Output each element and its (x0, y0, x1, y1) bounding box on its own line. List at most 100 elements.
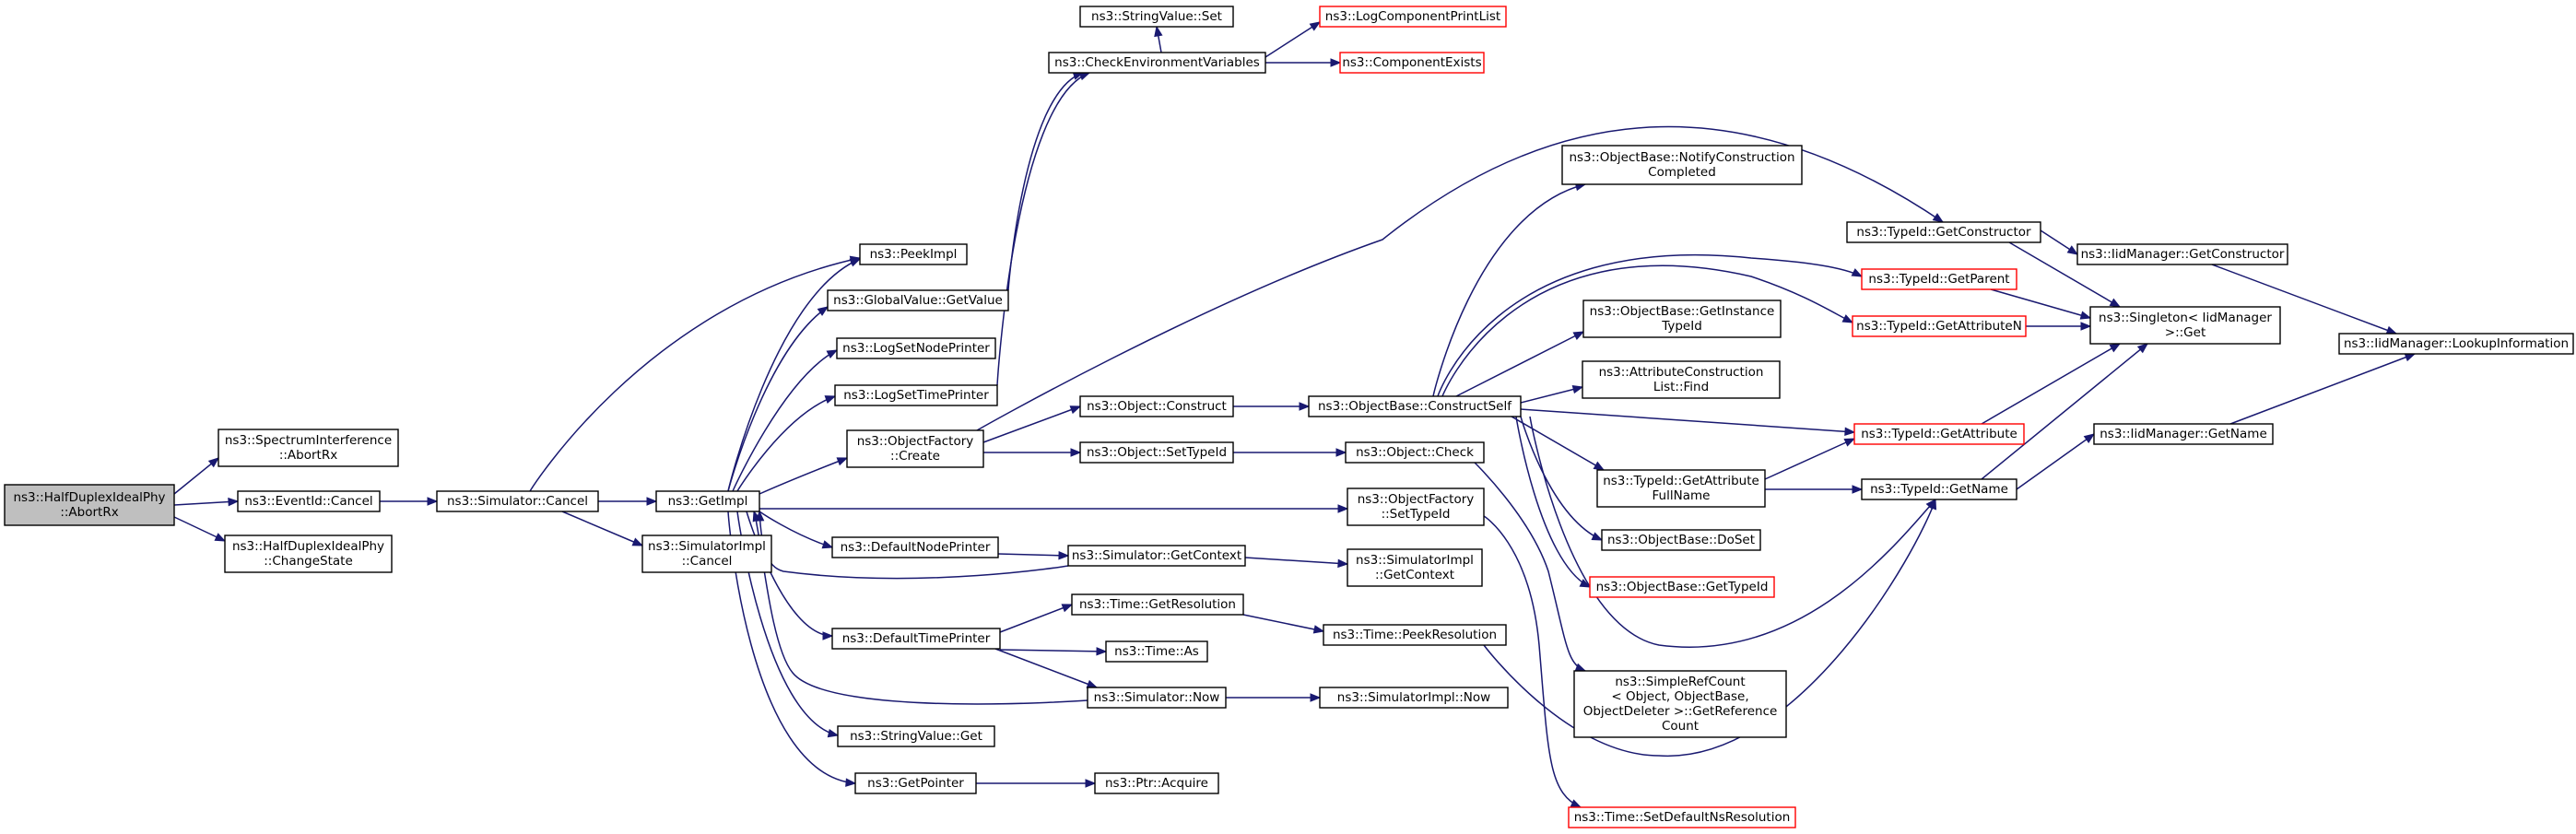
node-root[interactable]: ns3::HalfDuplexIdealPhy::AbortRx (4, 484, 175, 526)
node-simimpl-now[interactable]: ns3::SimulatorImpl::Now (1319, 687, 1509, 709)
node-ob-notify[interactable]: ns3::ObjectBase::NotifyConstructionCompl… (1561, 145, 1803, 185)
node-label: ::ChangeState (264, 554, 353, 569)
node-label: ns3::ObjectBase::GetTypeId (1596, 580, 1769, 594)
node-ptr-acquire[interactable]: ns3::Ptr::Acquire (1094, 772, 1219, 794)
node-box (1347, 548, 1483, 587)
node-box (237, 490, 381, 512)
node-sim-now[interactable]: ns3::Simulator::Now (1087, 687, 1227, 709)
node-of-create[interactable]: ns3::ObjectFactory::Create (846, 429, 984, 468)
node-box (1308, 395, 1522, 417)
edge-sim-cancel-to-simimpl-cancel (561, 511, 644, 546)
node-label: ns3::SimulatorImpl::Now (1337, 690, 1490, 705)
edge-of-create-to-tid-getconstructor (976, 125, 1945, 431)
node-stringvalue-get[interactable]: ns3::StringValue::Get (837, 725, 995, 747)
edge-iid-getconstructor-to-iid-lookup (2211, 264, 2398, 335)
node-box (2089, 306, 2281, 345)
node-obj-construct[interactable]: ns3::Object::Construct (1079, 395, 1234, 417)
node-simplerefcount[interactable]: ns3::SimpleRefCount< Object, ObjectBase,… (1573, 670, 1787, 738)
node-tid-getattributen[interactable]: ns3::TypeId::GetAttributeN (1852, 315, 2027, 337)
edge-of-create-to-obj-construct (982, 405, 1082, 443)
node-label: ns3::Object::SetTypeId (1087, 445, 1227, 460)
node-label: ns3::Time::GetResolution (1079, 597, 1236, 612)
node-label: ns3::GetPointer (867, 776, 964, 791)
node-logcompprintlist[interactable]: ns3::LogComponentPrintList (1319, 6, 1507, 28)
node-time-setdefaultns[interactable]: ns3::Time::SetDefaultNsResolution (1568, 806, 1796, 828)
node-logsettimeprinter[interactable]: ns3::LogSetTimePrinter (834, 384, 998, 406)
edge-getimpl-to-gv-getvalue (727, 306, 829, 492)
edge-getpointer-to-ptr-acquire (976, 779, 1097, 788)
node-ob-doset[interactable]: ns3::ObjectBase::DoSet (1601, 529, 1761, 551)
edge-time-peekres-to-tid-getname (1483, 498, 1937, 757)
node-simimpl-getcontext[interactable]: ns3::SimulatorImpl::GetContext (1347, 548, 1483, 587)
node-label: ns3::IidManager::GetName (2100, 427, 2267, 441)
node-label: ::SetTypeId (1382, 507, 1451, 522)
node-time-as[interactable]: ns3::Time::As (1105, 640, 1208, 663)
edge-ob-constructself-to-tid-getattributen (1441, 264, 1854, 397)
node-simimpl-cancel[interactable]: ns3::SimulatorImpl::Cancel (641, 534, 772, 573)
node-box (827, 289, 1009, 311)
node-label: Count (1662, 719, 1699, 734)
node-obj-settypeid[interactable]: ns3::Object::SetTypeId (1079, 441, 1234, 464)
node-defaultnodeprinter[interactable]: ns3::DefaultNodePrinter (831, 536, 999, 558)
node-box (2338, 333, 2574, 355)
node-eventid-cancel[interactable]: ns3::EventId::Cancel (237, 490, 381, 512)
node-label: ns3::ObjectBase::NotifyConstruction (1569, 150, 1794, 165)
node-ob-constructself[interactable]: ns3::ObjectBase::ConstructSelf (1308, 395, 1522, 417)
node-box (831, 628, 1001, 650)
node-spectrum-abortrx[interactable]: ns3::SpectrumInterference::AbortRx (218, 429, 399, 467)
node-box (854, 772, 977, 794)
node-peekimpl[interactable]: ns3::PeekImpl (859, 243, 968, 265)
node-time-getres[interactable]: ns3::Time::GetResolution (1071, 593, 1244, 616)
node-checkenv[interactable]: ns3::CheckEnvironmentVariables (1048, 52, 1266, 74)
node-label: ns3::HalfDuplexIdealPhy (13, 490, 165, 505)
node-box (641, 534, 772, 573)
node-box (1087, 687, 1227, 709)
node-sim-getcontext[interactable]: ns3::Simulator::GetContext (1067, 545, 1246, 567)
node-of-settypeid[interactable]: ns3::ObjectFactory::SetTypeId (1347, 487, 1485, 526)
edge-defaulttimeprinter-to-sim-now (994, 648, 1099, 688)
node-ob-gettypeid[interactable]: ns3::ObjectBase::GetTypeId (1589, 576, 1775, 598)
edge-tid-getattribute-to-singleton-get (1981, 343, 2122, 425)
node-compexists[interactable]: ns3::ComponentExists (1339, 52, 1485, 74)
node-box (655, 490, 760, 512)
node-gv-getvalue[interactable]: ns3::GlobalValue::GetValue (827, 289, 1009, 311)
node-label: ns3::DefaultTimePrinter (842, 631, 991, 646)
node-getpointer[interactable]: ns3::GetPointer (854, 772, 977, 794)
node-singleton-get[interactable]: ns3::Singleton< IidManager>::Get (2089, 306, 2281, 345)
node-box (1561, 145, 1803, 185)
node-iid-getconstructor[interactable]: ns3::IidManager::GetConstructor (2076, 243, 2288, 265)
node-sim-cancel[interactable]: ns3::Simulator::Cancel (436, 490, 599, 512)
node-stringvalue-set[interactable]: ns3::StringValue::Set (1079, 6, 1234, 28)
node-logsetnodeprinter[interactable]: ns3::LogSetNodePrinter (836, 337, 996, 359)
node-box (1067, 545, 1246, 567)
node-box (831, 536, 999, 558)
node-label: ns3::ObjectFactory (1358, 492, 1475, 507)
node-tid-getconstructor[interactable]: ns3::TypeId::GetConstructor (1846, 221, 2041, 243)
node-label: ns3::LogSetNodePrinter (842, 341, 990, 356)
edge-tid-getparent-to-singleton-get (1990, 288, 2092, 320)
node-box (1573, 670, 1787, 738)
edge-root-to-spectrum-abortrx (173, 457, 220, 495)
edge-ob-constructself-to-tid-getattrfullname (1511, 416, 1606, 471)
node-iid-getname[interactable]: ns3::IidManager::GetName (2093, 423, 2274, 445)
node-time-peekres[interactable]: ns3::Time::PeekResolution (1323, 624, 1507, 646)
node-tid-getname[interactable]: ns3::TypeId::GetName (1861, 478, 2017, 500)
node-box (218, 429, 399, 467)
node-box (834, 384, 998, 406)
node-changestate[interactable]: ns3::HalfDuplexIdealPhy::ChangeState (224, 534, 393, 573)
node-iid-lookup[interactable]: ns3::IidManager::LookupInformation (2338, 333, 2574, 355)
node-label: ns3::AttributeConstruction (1599, 365, 1764, 380)
node-obj-check[interactable]: ns3::Object::Check (1345, 441, 1485, 464)
node-tid-getparent[interactable]: ns3::TypeId::GetParent (1861, 268, 2017, 290)
node-tid-getattribute[interactable]: ns3::TypeId::GetAttribute (1853, 423, 2025, 445)
node-label: ns3::PeekImpl (870, 247, 958, 262)
node-box (836, 337, 996, 359)
node-getimpl[interactable]: ns3::GetImpl (655, 490, 760, 512)
edge-tid-getconstructor-to-singleton-get (2008, 241, 2122, 308)
node-label: ns3::LogSetTimePrinter (843, 388, 989, 403)
edge-sim-getcontext-to-simimpl-getcontext (1244, 557, 1349, 569)
node-defaulttimeprinter[interactable]: ns3::DefaultTimePrinter (831, 628, 1001, 650)
